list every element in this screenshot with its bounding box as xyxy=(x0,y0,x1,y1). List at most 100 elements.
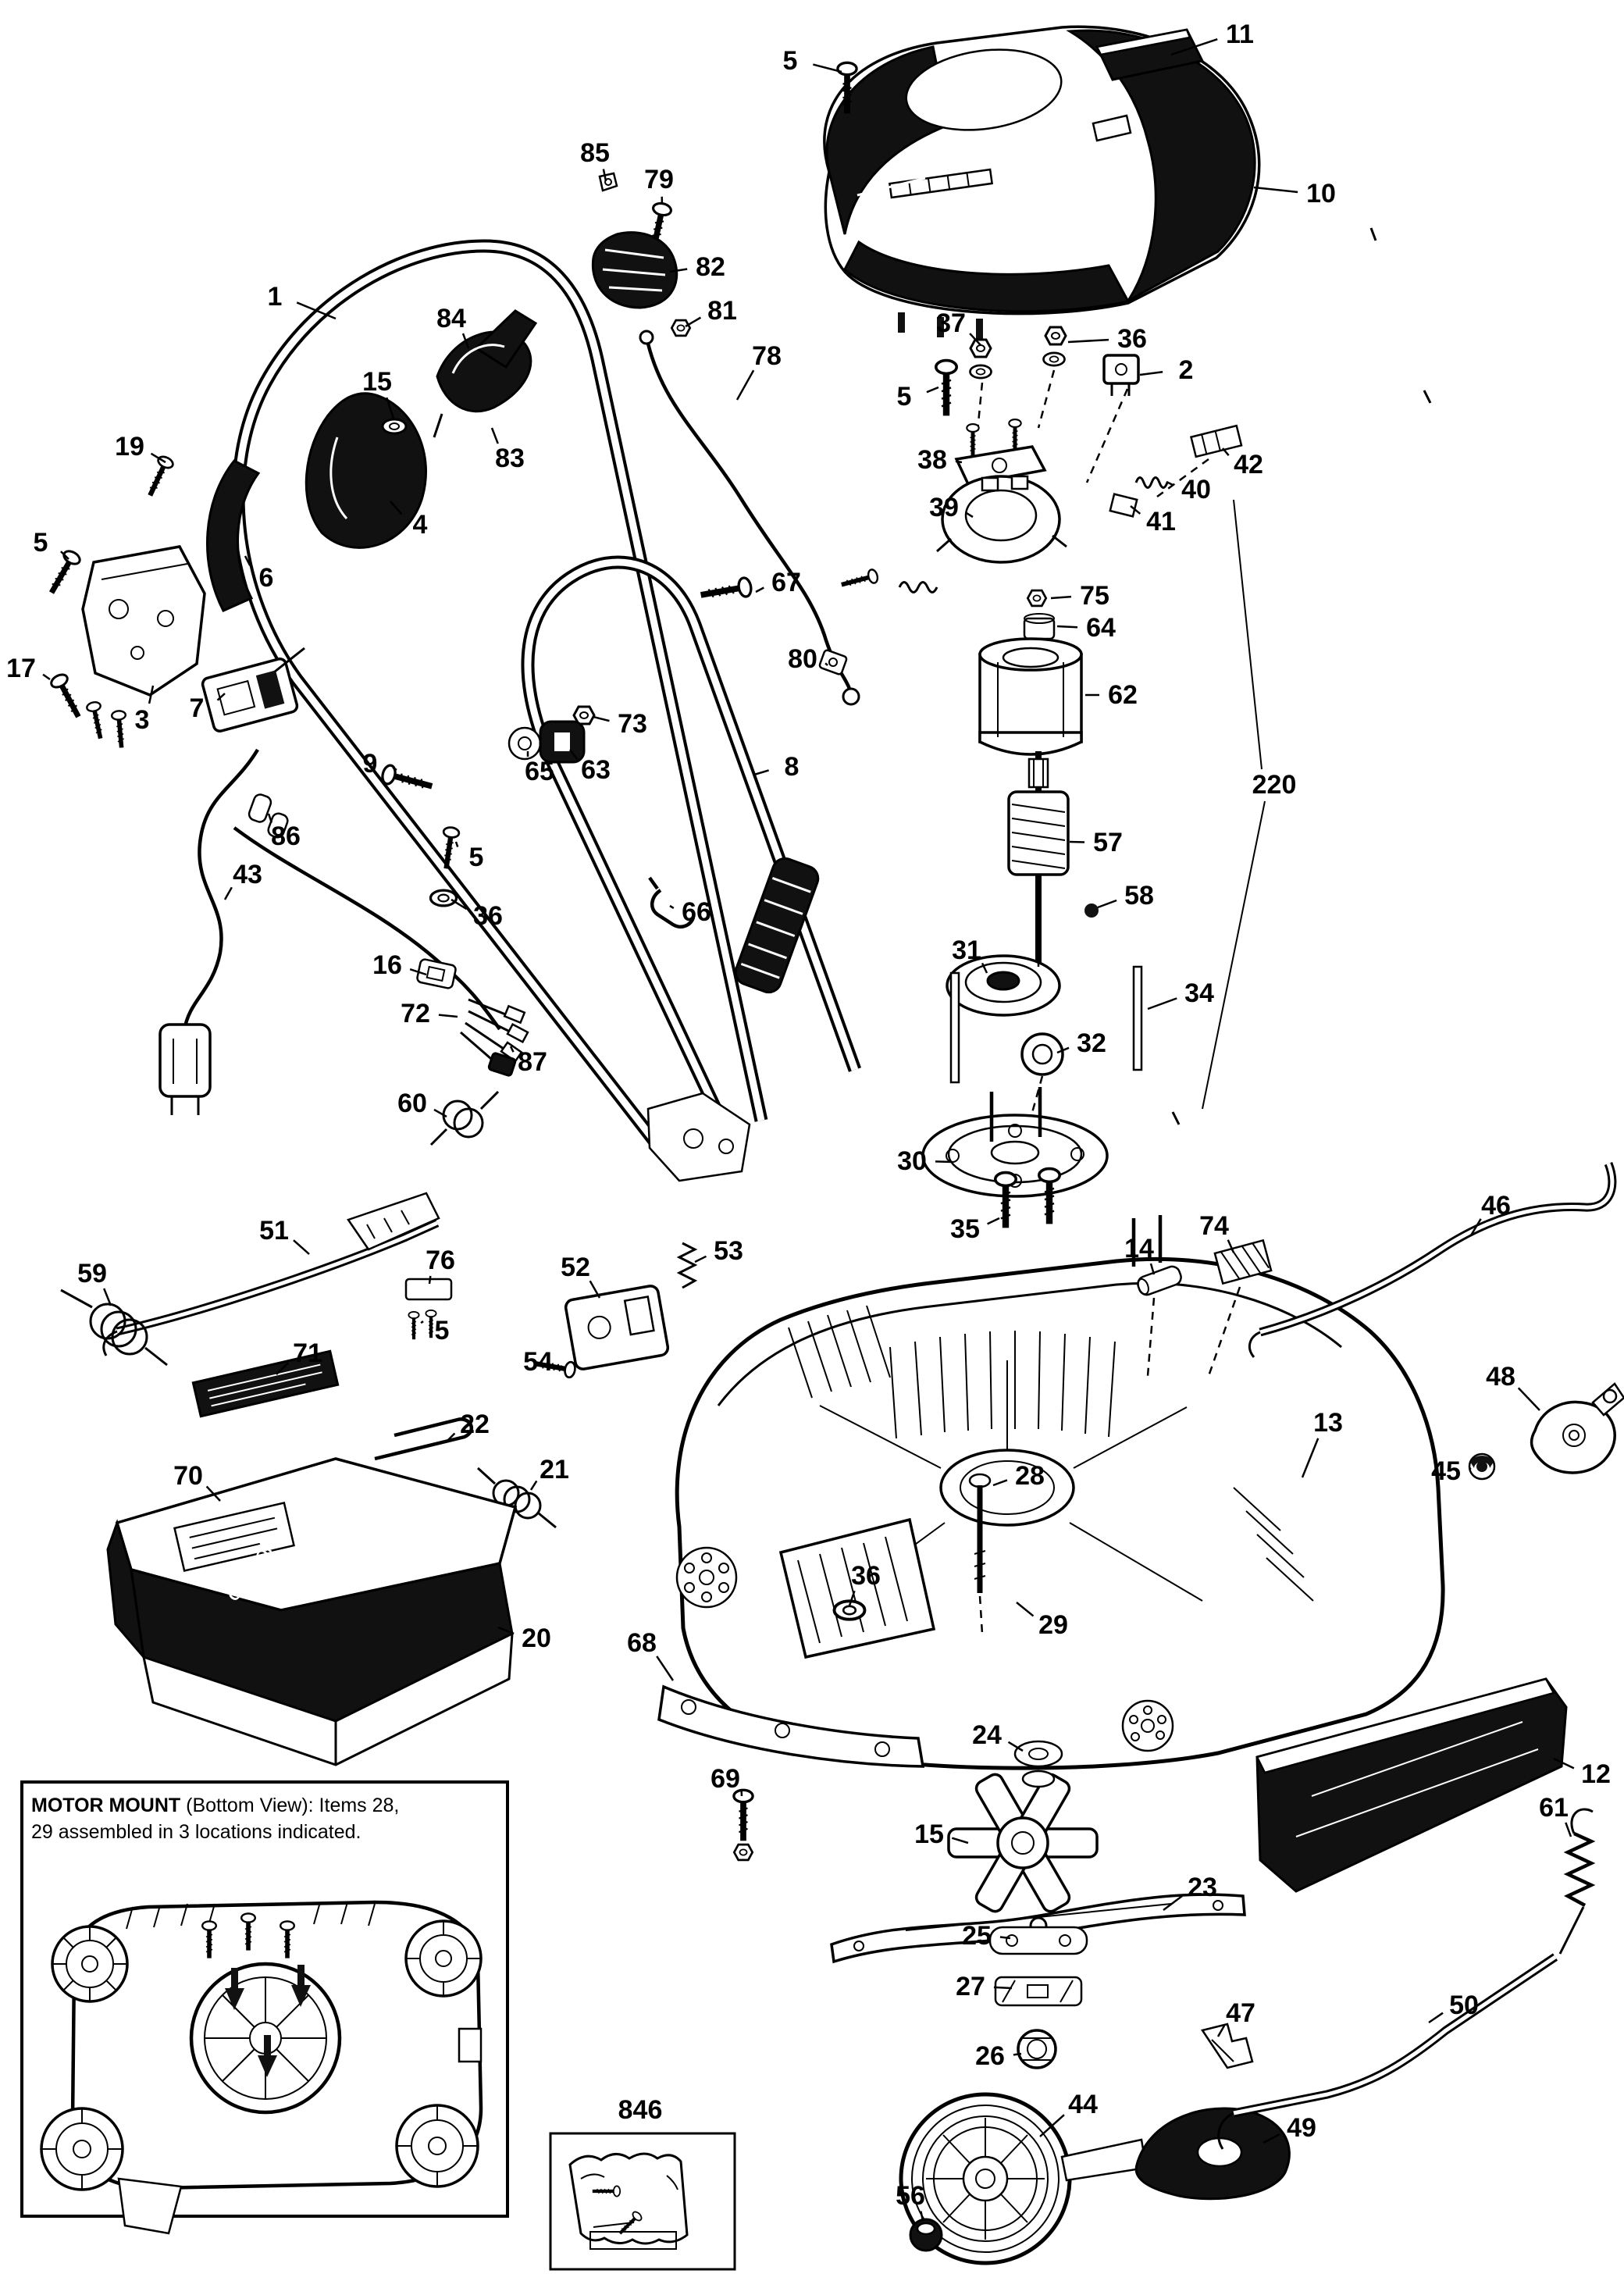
callout-leader-5 xyxy=(420,1320,424,1324)
part-32-bearing xyxy=(1020,1032,1064,1076)
callout-34: 34 xyxy=(1184,978,1214,1008)
callout-leader-35 xyxy=(987,1217,1000,1225)
callout-49: 49 xyxy=(1287,2113,1316,2143)
part-39-brush-housing xyxy=(936,475,1067,564)
part-82-grip xyxy=(591,231,678,309)
callout-85: 85 xyxy=(580,138,610,168)
callout-leader-1 xyxy=(296,301,337,320)
callout-41: 41 xyxy=(1146,507,1176,536)
callout-leader-21 xyxy=(529,1480,538,1491)
callout-5: 5 xyxy=(34,528,48,558)
deck-fins xyxy=(889,1331,1116,1439)
callout-leader-22 xyxy=(446,1432,456,1442)
svg-text:MOTOR MOUNT (Bottom View): Ite: MOTOR MOUNT (Bottom View): Items 28, xyxy=(31,1795,399,1816)
part-78-cable xyxy=(646,343,860,706)
callout-1: 1 xyxy=(268,282,283,312)
callout-leader-78 xyxy=(735,369,755,401)
part-75-nut xyxy=(1026,589,1048,608)
callout-13: 13 xyxy=(1313,1408,1343,1438)
callout-leader-17 xyxy=(42,673,51,681)
callout-leader-23 xyxy=(1163,1895,1183,1912)
callout-73: 73 xyxy=(618,709,647,739)
callout-5: 5 xyxy=(435,1316,450,1345)
callout-leader-61 xyxy=(1565,1822,1572,1837)
callout-leader-51 xyxy=(293,1239,310,1255)
callout-36: 36 xyxy=(1117,324,1147,354)
callout-7: 7 xyxy=(190,693,205,723)
inset-bottom-view xyxy=(40,1900,483,2235)
callout-61: 61 xyxy=(1539,1793,1569,1823)
callout-leader-14 xyxy=(1149,1263,1156,1275)
screw-extra-1 xyxy=(86,701,107,740)
callout-846: 846 xyxy=(618,2095,663,2125)
callout-21: 21 xyxy=(540,1455,569,1484)
callout-47: 47 xyxy=(1226,1998,1255,2028)
callout-44: 44 xyxy=(1068,2090,1098,2119)
part-38-plate xyxy=(954,419,1047,486)
callout-31: 31 xyxy=(952,936,981,965)
inset-wheel-rear-left xyxy=(40,2107,124,2191)
callout-leader-48 xyxy=(1517,1387,1540,1411)
bolt-35-b xyxy=(1039,1169,1060,1224)
callout-67: 67 xyxy=(771,568,801,597)
callout-leader-36 xyxy=(1067,338,1109,344)
callout-26: 26 xyxy=(975,2041,1005,2071)
part-45-grommet xyxy=(1468,1452,1496,1481)
inset-wheel-rear-right xyxy=(395,2104,479,2188)
callout-leader-46 xyxy=(1469,1218,1482,1236)
callout-leader-2 xyxy=(1139,370,1163,376)
callout-leader-26 xyxy=(1013,2052,1022,2056)
inset-wheel-front-right xyxy=(404,1919,483,1998)
part-87-connector xyxy=(487,1052,517,1077)
callout-leader-72 xyxy=(438,1014,458,1018)
callout-leader-36 xyxy=(451,898,468,911)
callout-leader-76 xyxy=(428,1275,432,1285)
callout-27: 27 xyxy=(956,1972,985,2001)
part-8-lower-handle xyxy=(521,555,861,1182)
callout-leader-30 xyxy=(935,1160,953,1164)
callout-leader-16 xyxy=(409,968,427,976)
callout-leader-67 xyxy=(755,586,764,593)
callout-leader-28 xyxy=(992,1479,1008,1487)
callout-28: 28 xyxy=(1015,1461,1045,1491)
callout-leader-5 xyxy=(813,63,842,73)
callout-5: 5 xyxy=(469,843,484,872)
part-3-bracket xyxy=(81,545,206,697)
callout-42: 42 xyxy=(1234,450,1263,479)
callout-leader-20 xyxy=(497,1626,515,1635)
callout-leader-9 xyxy=(392,766,397,772)
callout-16: 16 xyxy=(372,950,402,980)
part-46-rod xyxy=(1248,1161,1617,1358)
note-line1-rest: (Bottom View): Items 28, xyxy=(180,1795,399,1816)
callout-5: 5 xyxy=(783,46,798,76)
callout-4: 4 xyxy=(413,510,428,540)
callout-30: 30 xyxy=(897,1146,927,1176)
part-42-brush-holder xyxy=(1189,424,1243,458)
callout-48: 48 xyxy=(1486,1362,1515,1392)
callout-leader-7 xyxy=(216,693,226,701)
callout-15: 15 xyxy=(362,367,392,397)
callout-25: 25 xyxy=(962,1921,992,1951)
governor-spring xyxy=(898,581,938,593)
deck-vent-hatch xyxy=(788,1305,1314,1602)
part-41-brush xyxy=(1109,493,1138,518)
callout-leader-40 xyxy=(1166,480,1174,486)
part-80-clip xyxy=(818,649,848,675)
callout-leader-70 xyxy=(205,1485,221,1502)
callout-86: 86 xyxy=(271,822,301,851)
callout-leader-24 xyxy=(1007,1741,1024,1752)
callout-71: 71 xyxy=(293,1338,322,1368)
callout-leader-75 xyxy=(1050,595,1072,600)
part-64-spacer xyxy=(1023,613,1056,640)
part-846-bag-box xyxy=(549,2132,736,2271)
callout-leader-85 xyxy=(602,169,607,182)
part-16-clamp xyxy=(416,958,457,989)
note-line1-bold: MOTOR MOUNT xyxy=(31,1795,180,1816)
part-62-field xyxy=(978,637,1083,756)
callout-36: 36 xyxy=(473,901,503,931)
callout-leader-81 xyxy=(685,316,702,328)
callout-leader-63 xyxy=(569,749,579,761)
callout-leader-74 xyxy=(1227,1239,1235,1253)
